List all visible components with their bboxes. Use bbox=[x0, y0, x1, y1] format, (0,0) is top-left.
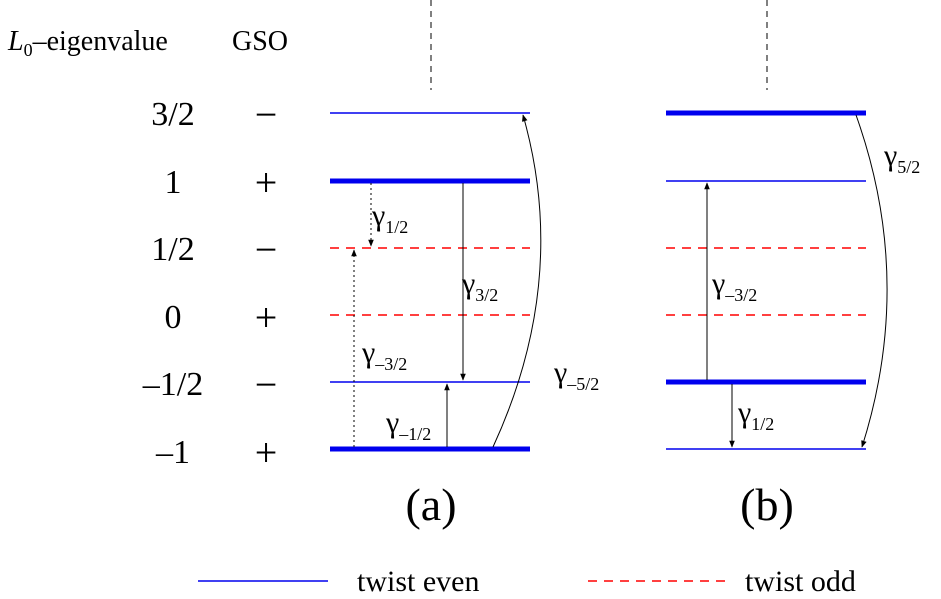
gso-sign: − bbox=[255, 92, 278, 137]
panel-a-labels: γ1/2 γ3/2 γ–3/2 γ–5/2 γ–1/2 bbox=[361, 199, 599, 444]
level-value: 1 bbox=[165, 164, 182, 201]
legend-label-odd: twist odd bbox=[745, 565, 856, 598]
panel-b-labels: γ5/2 γ–3/2 γ1/2 bbox=[711, 139, 920, 434]
level-value: –1 bbox=[155, 434, 190, 471]
gso-header: GSO bbox=[232, 26, 288, 57]
level-value: –1/2 bbox=[142, 366, 203, 403]
gamma-label: γ–3/2 bbox=[711, 267, 757, 305]
legend-label-even: twist even bbox=[357, 565, 479, 598]
gamma-label: γ–5/2 bbox=[553, 356, 599, 394]
gamma-label: γ–3/2 bbox=[361, 336, 407, 374]
level-values: 3/2 1 1/2 0 –1/2 –1 bbox=[142, 96, 203, 471]
arrow-gamma-5half-b bbox=[855, 114, 888, 448]
gso-sign: + bbox=[255, 295, 278, 340]
panel-b-levels bbox=[666, 110, 866, 450]
gso-sign: − bbox=[255, 362, 278, 407]
gso-sign: + bbox=[255, 430, 278, 475]
panel-b-transitions bbox=[704, 114, 888, 448]
gamma-label: γ1/2 bbox=[371, 199, 408, 237]
gso-sign: − bbox=[255, 227, 278, 272]
panel-label-b: (b) bbox=[740, 479, 794, 530]
level-value: 0 bbox=[165, 299, 182, 336]
arrow-gamma-m5half-a bbox=[492, 114, 542, 448]
legend: twist even twist odd bbox=[198, 565, 856, 598]
gamma-label: γ1/2 bbox=[737, 396, 774, 434]
panel-a-levels bbox=[330, 112, 530, 452]
gamma-label: γ–1/2 bbox=[385, 406, 431, 444]
panel-a-transitions bbox=[351, 114, 542, 448]
level-value: 1/2 bbox=[151, 231, 194, 268]
level-value: 3/2 bbox=[151, 96, 194, 133]
gamma-label: γ5/2 bbox=[883, 139, 920, 177]
panel-label-a: (a) bbox=[405, 479, 456, 530]
eigenvalue-header: L0–eigenvalue bbox=[7, 26, 168, 60]
gamma-label: γ3/2 bbox=[461, 267, 498, 305]
gso-sign: + bbox=[255, 160, 278, 205]
gso-signs: − + − + − + bbox=[255, 92, 278, 475]
